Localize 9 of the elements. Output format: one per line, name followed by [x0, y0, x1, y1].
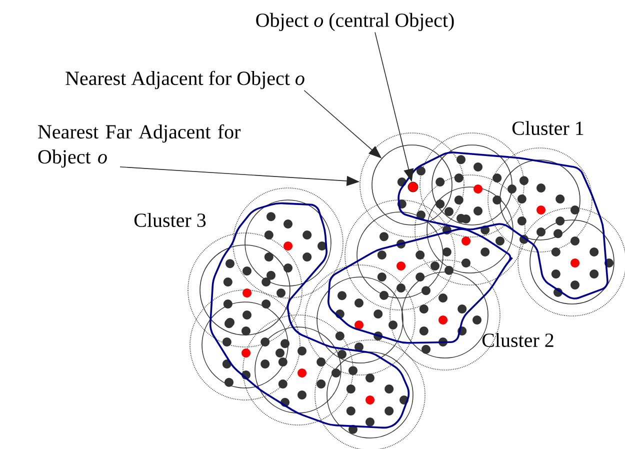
cluster-label: Cluster 3: [134, 212, 206, 228]
far-neighbourhood-circle: [360, 132, 464, 238]
cluster-label: Cluster 1: [512, 120, 584, 136]
annotation-text: Nearest Far Adjacent for Object o: [38, 124, 241, 168]
neighbourhood-circle: [372, 144, 452, 226]
annotation-text: Object o (central Object): [256, 12, 454, 32]
central-object-dot: [408, 182, 418, 192]
cluster-label: Cluster 2: [482, 332, 554, 348]
annotation-text: Nearest Adjacent for Object o: [66, 70, 304, 90]
